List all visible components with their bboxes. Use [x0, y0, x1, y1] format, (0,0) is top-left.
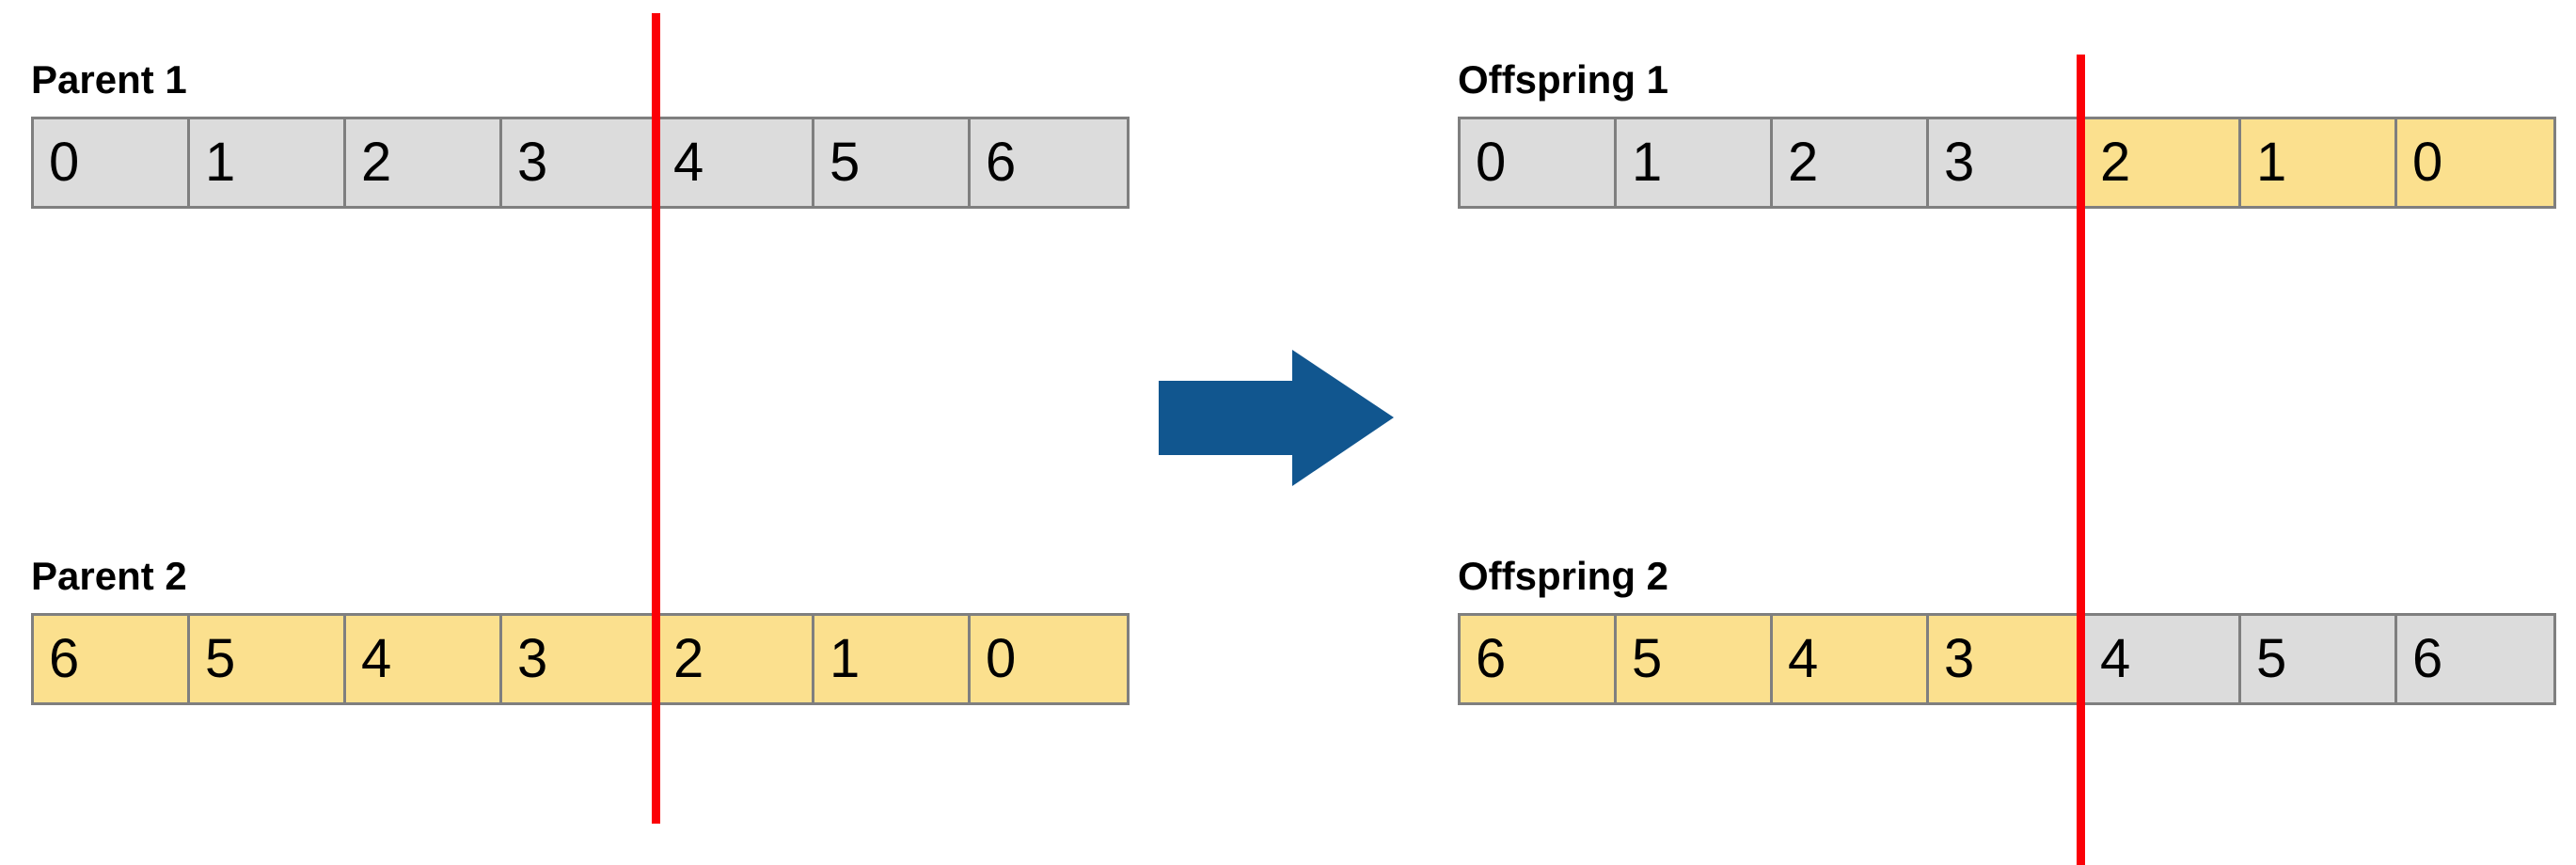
gene-cell: 2 — [1773, 119, 1929, 206]
gene-cell: 1 — [814, 616, 971, 702]
gene-cell: 4 — [346, 616, 502, 702]
gene-cell: 2 — [658, 616, 814, 702]
gene-cell: 3 — [502, 616, 658, 702]
offspring-1-label: Offspring 1 — [1458, 57, 1669, 102]
offspring-2-label: Offspring 2 — [1458, 554, 1669, 598]
gene-cell: 4 — [1773, 616, 1929, 702]
gene-cell: 0 — [971, 616, 1127, 702]
right-arrow-icon — [1159, 350, 1394, 486]
gene-cell: 1 — [2241, 119, 2397, 206]
gene-cell: 3 — [502, 119, 658, 206]
gene-cell: 5 — [2241, 616, 2397, 702]
gene-cell: 5 — [814, 119, 971, 206]
gene-cell: 6 — [34, 616, 190, 702]
gene-cell: 1 — [190, 119, 346, 206]
parent-2-label: Parent 2 — [31, 554, 187, 598]
parent-1-label: Parent 1 — [31, 57, 187, 102]
gene-cell: 6 — [1461, 616, 1617, 702]
gene-cell: 0 — [1461, 119, 1617, 206]
gene-cell: 6 — [2397, 616, 2553, 702]
gene-cell: 6 — [971, 119, 1127, 206]
gene-cell: 0 — [34, 119, 190, 206]
gene-cell: 3 — [1929, 119, 2085, 206]
gene-cell: 2 — [346, 119, 502, 206]
gene-cell: 1 — [1617, 119, 1773, 206]
crossover-cut-line-right — [2077, 55, 2085, 865]
gene-cell: 2 — [2085, 119, 2241, 206]
gene-cell: 5 — [190, 616, 346, 702]
gene-cell: 3 — [1929, 616, 2085, 702]
gene-cell: 4 — [2085, 616, 2241, 702]
gene-cell: 4 — [658, 119, 814, 206]
crossover-cut-line-left — [652, 13, 660, 824]
gene-cell: 5 — [1617, 616, 1773, 702]
gene-cell: 0 — [2397, 119, 2553, 206]
